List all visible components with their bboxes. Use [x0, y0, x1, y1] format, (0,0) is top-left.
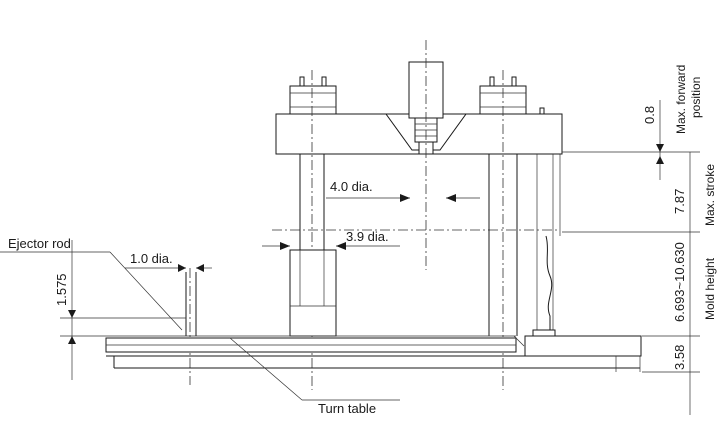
- ejector-rod-body: [185, 272, 197, 336]
- tie-bar-nuts-right: [479, 76, 545, 115]
- label-dia-4-0: 4.0 dia.: [330, 179, 373, 194]
- tie-bar-nuts-left: [289, 76, 337, 115]
- label-position: position: [689, 77, 703, 118]
- label-dim-0-8: 0.8: [642, 106, 657, 124]
- tie-bars: [299, 154, 554, 336]
- label-dim-3-58: 3.58: [672, 345, 687, 370]
- label-dim-1-575: 1.575: [54, 273, 69, 306]
- label-dia-1-0: 1.0 dia.: [130, 251, 173, 266]
- lower-mold-block: [289, 249, 337, 337]
- label-mold-height: Mold height: [703, 257, 717, 320]
- label-mold-range: 6.693~10.630: [672, 242, 687, 322]
- label-dia-3-9: 3.9 dia.: [346, 229, 389, 244]
- center-lines: [189, 40, 560, 390]
- turn-table: [105, 335, 640, 369]
- label-ejector-rod: Ejector rod: [8, 236, 71, 251]
- ejector-stroke-dimension: [60, 240, 186, 380]
- base-frame: [524, 335, 642, 372]
- label-max-forward: Max. forward: [674, 65, 688, 134]
- right-column: [532, 154, 561, 339]
- label-turn-table: Turn table: [318, 401, 376, 416]
- label-dim-7-87: 7.87: [672, 189, 687, 214]
- leader-lines: [0, 194, 480, 401]
- right-dimension-stack: [562, 100, 700, 415]
- label-max-stroke: Max. stroke: [703, 164, 717, 226]
